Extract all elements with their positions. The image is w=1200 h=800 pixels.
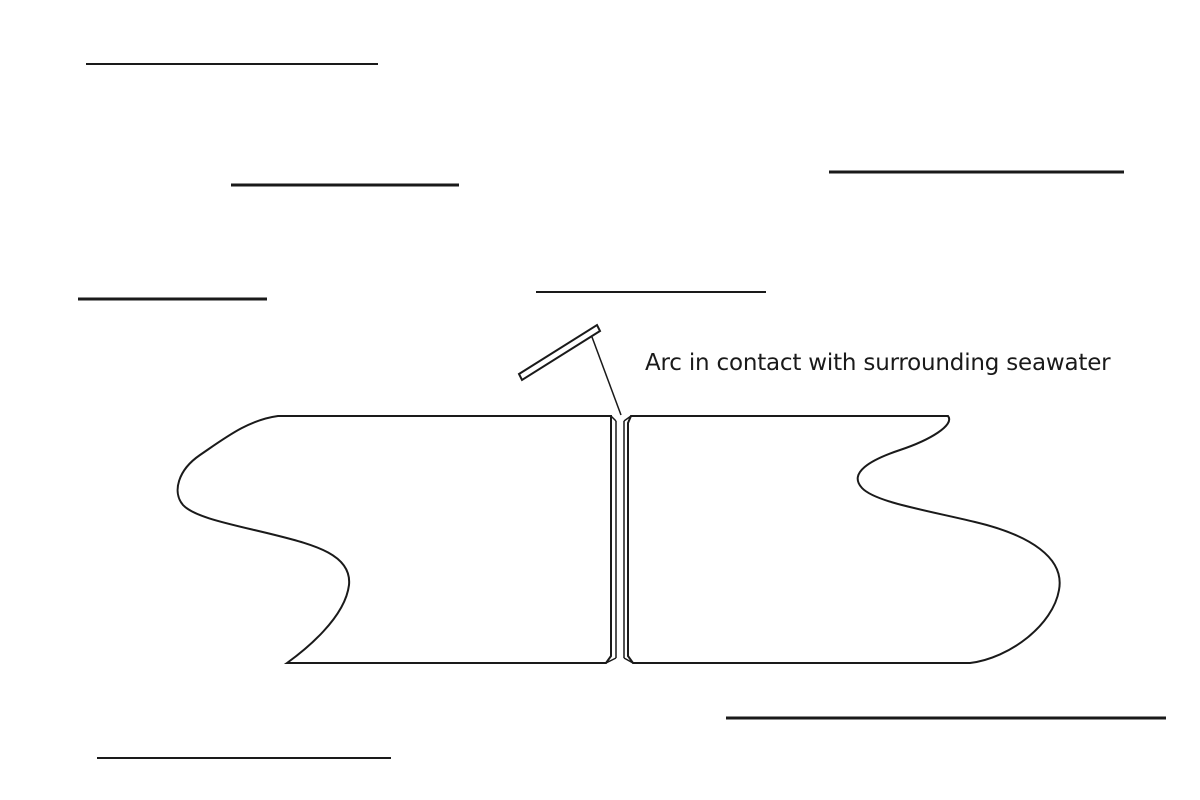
arc-leader-line <box>591 336 622 416</box>
electrode-body <box>517 323 602 382</box>
weld-groove <box>605 415 634 664</box>
right-metal-plate <box>627 415 1061 664</box>
electrode-rod <box>517 323 602 382</box>
left-metal-plate <box>176 415 612 664</box>
arc-callout-label: Arc in contact with surrounding seawater <box>645 350 1111 376</box>
seawater-lines <box>78 63 1166 759</box>
